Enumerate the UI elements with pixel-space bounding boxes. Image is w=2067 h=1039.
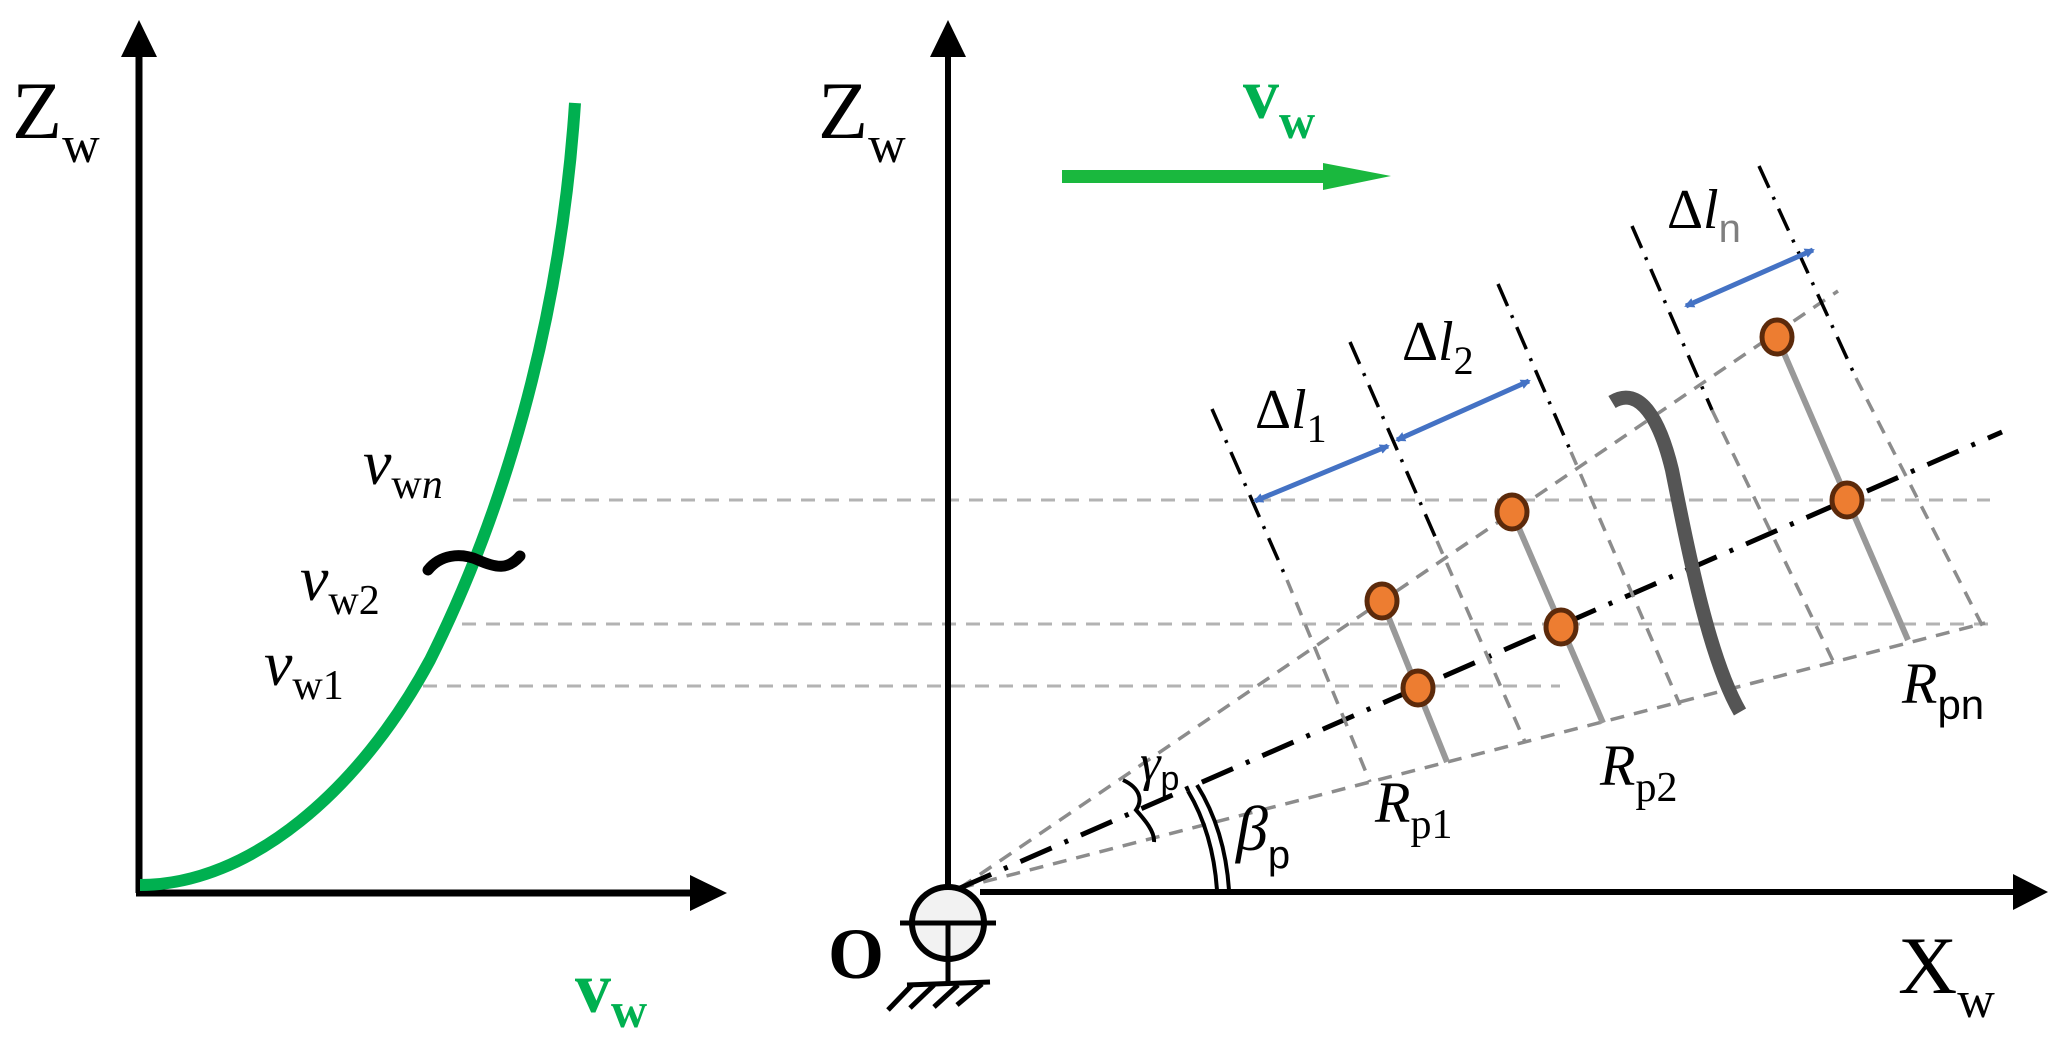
ellipsis-brace [1608, 390, 1747, 716]
point-n-top [1759, 317, 1795, 357]
plane-2-back-upper [1496, 283, 1573, 453]
gamma-angle-brace [1122, 778, 1157, 843]
gamma-label: γp [1140, 735, 1179, 798]
upper-ray [959, 289, 1839, 890]
rotor-label-1: Rp1 [1374, 770, 1452, 848]
spacing-label-n: Δln [1667, 179, 1741, 251]
wind-profile-curve [139, 102, 581, 891]
right-plot: Zw Xw O vw γp βp Δl1 Δl2 Δln Rp1 Rp2 Rpn [818, 20, 2048, 1029]
left-x-axis-label: vw [575, 948, 647, 1038]
level-label-vwn: vwn [363, 427, 443, 508]
plane-1-back-lower [1435, 540, 1527, 743]
spacing-arrow-n [1684, 247, 1815, 309]
origin-support-icon [886, 884, 996, 1012]
rotor-planes [1210, 165, 1985, 783]
beta-angle-arc-outer [1195, 783, 1231, 891]
point-2-top [1494, 492, 1530, 532]
point-n-center [1829, 480, 1865, 520]
level-label-vw1: vw1 [264, 628, 344, 709]
plane-1-back-upper [1348, 341, 1439, 542]
origin-label: O [828, 914, 884, 994]
measurement-points [1364, 317, 1865, 708]
right-x-axis-label: Xw [1898, 920, 1995, 1029]
spacing-label-1: Δl1 [1255, 379, 1327, 451]
spacing-arrow-1 [1253, 443, 1390, 504]
plane-n-front-upper [1630, 225, 1714, 411]
point-2-center [1543, 607, 1579, 647]
rotor-label-2: Rp2 [1599, 733, 1677, 811]
left-y-axis-arrowhead [121, 20, 157, 57]
right-y-axis-label: Zw [818, 65, 906, 174]
plane-1-front-lower [1285, 579, 1372, 783]
beta-angle-arc-inner [1186, 789, 1219, 891]
lower-ray [959, 621, 1986, 890]
center-axis-ray [958, 429, 2004, 891]
wind-speed-label: vw [1243, 54, 1315, 149]
spacing-arrow-2 [1395, 378, 1531, 443]
point-1-center [1400, 668, 1436, 708]
left-y-axis-label: Zw [12, 65, 100, 174]
plane-1-front-upper [1210, 408, 1289, 581]
right-y-axis-arrowhead [930, 20, 966, 57]
right-x-axis-arrowhead [2013, 874, 2048, 910]
left-x-axis-arrowhead [690, 875, 727, 911]
beta-label: βp [1234, 793, 1290, 877]
level-label-vw2: vw2 [300, 543, 380, 624]
break-symbol [422, 550, 526, 576]
left-plot: Zw vw vwn vw2 vw1 [12, 20, 1990, 1038]
plane-n-back-lower [1854, 377, 1985, 628]
point-1-top [1364, 581, 1400, 621]
plane-2-back-lower [1569, 451, 1682, 706]
rotor-label-n: Rpn [1901, 651, 1984, 728]
spacing-label-2: Δl2 [1402, 311, 1474, 383]
wind-direction-arrow [1062, 163, 1391, 190]
plane-n-front-lower [1710, 409, 1837, 666]
